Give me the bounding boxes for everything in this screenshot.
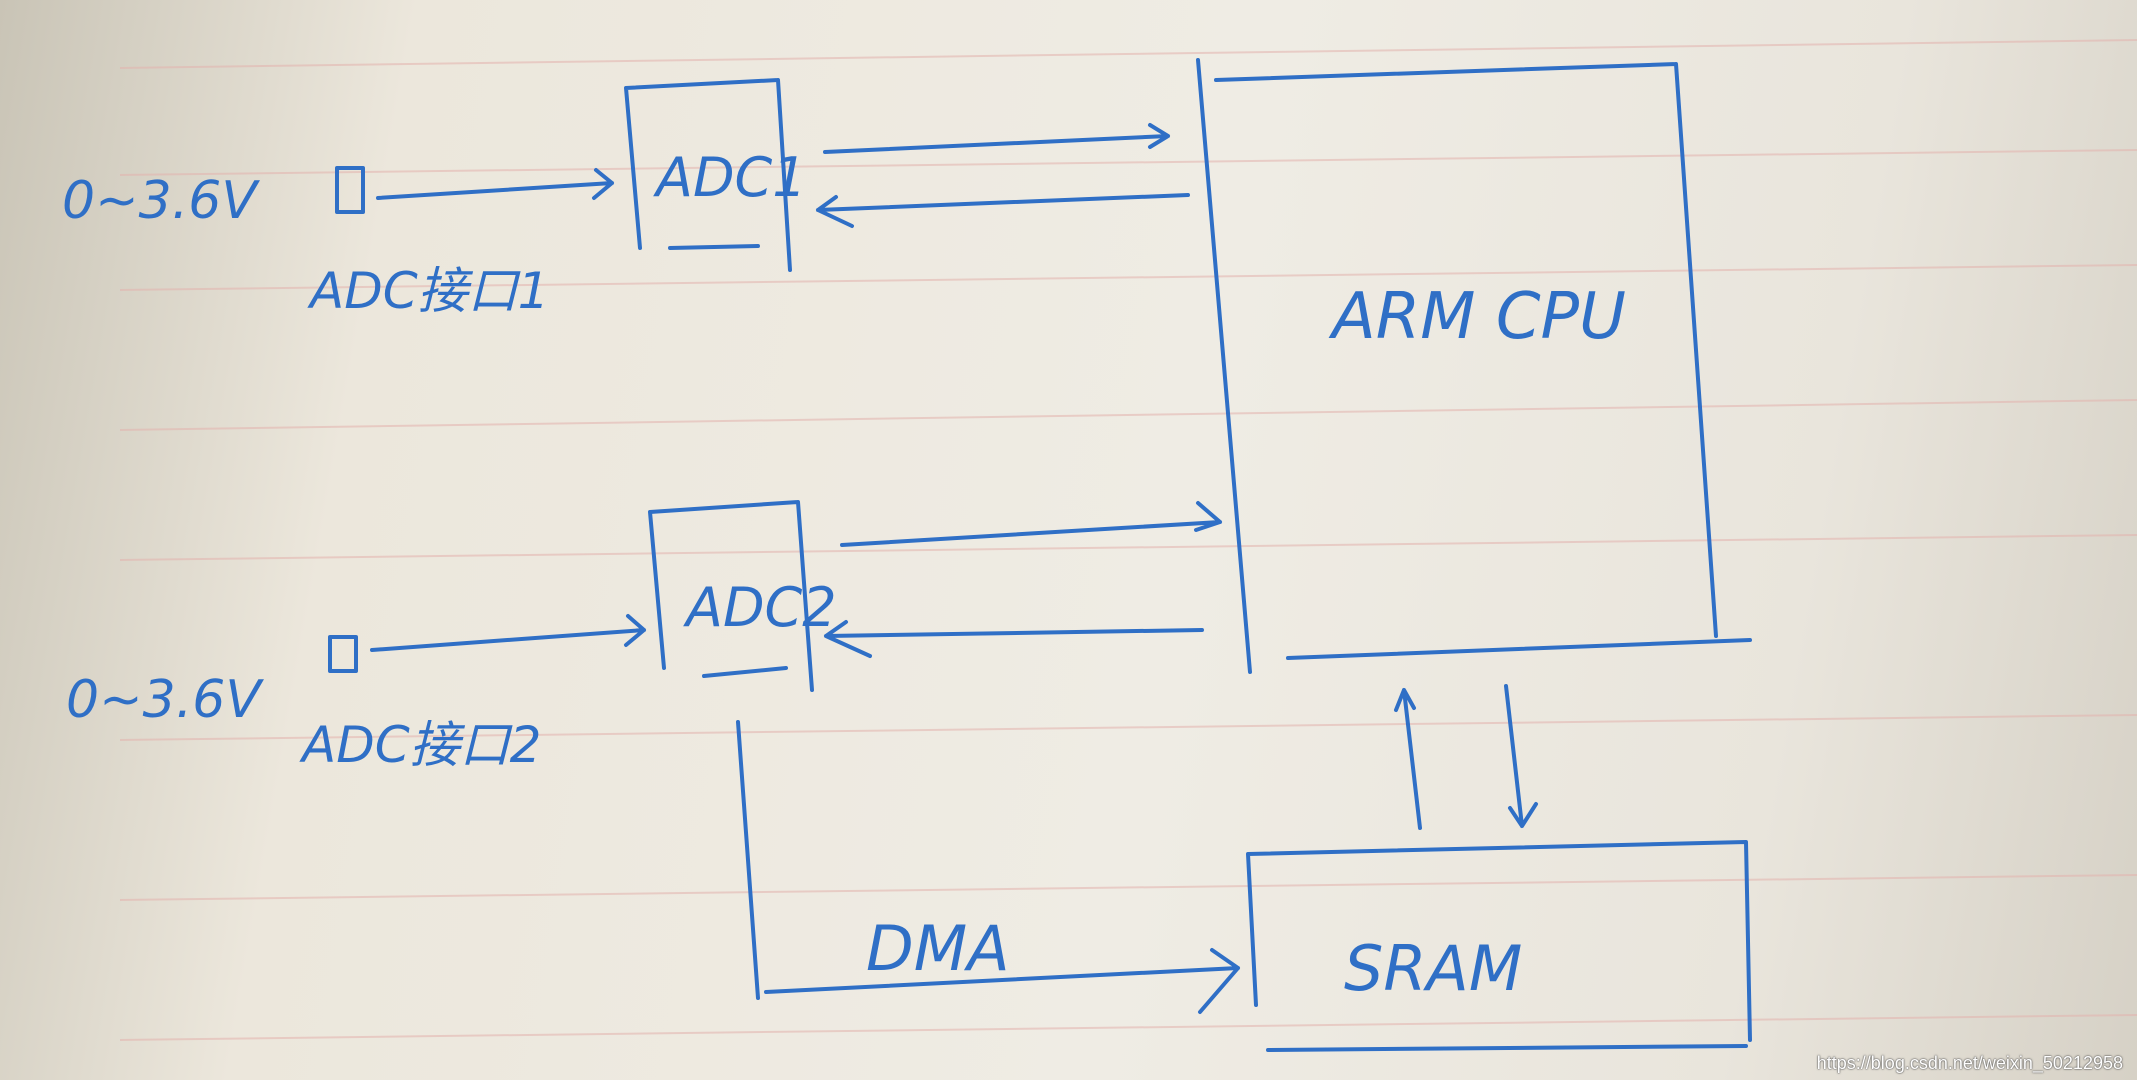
adc2-underline bbox=[702, 666, 788, 678]
cpu-to-sram-arrow bbox=[1504, 684, 1538, 828]
watermark-url: https://blog.csdn.net/weixin_50212958 bbox=[1816, 1053, 2123, 1073]
input1-to-adc1-arrow bbox=[376, 168, 614, 200]
sram-box bbox=[1246, 840, 1752, 1052]
input2-to-adc2-arrow bbox=[370, 614, 646, 652]
cpu-box bbox=[1196, 58, 1752, 674]
input1-terminal bbox=[335, 166, 365, 214]
input2-terminal bbox=[328, 635, 358, 673]
cpu-to-adc2-arrow bbox=[824, 620, 1204, 658]
cpu-to-adc1-arrow bbox=[816, 193, 1190, 228]
adc1-box bbox=[624, 78, 792, 272]
notebook-rules bbox=[119, 39, 2137, 1041]
adc2-to-cpu-arrow bbox=[840, 501, 1222, 547]
sram-label: SRAM bbox=[1344, 932, 1522, 1005]
adc1-underline bbox=[668, 244, 760, 250]
dma-path bbox=[736, 720, 1240, 1014]
cpu-label: ARM CPU bbox=[1328, 280, 1626, 354]
input1-interface-label: ADC接口1 bbox=[307, 262, 549, 320]
input1-voltage-label: 0~3.6V bbox=[62, 171, 260, 231]
adc2-box bbox=[648, 500, 814, 692]
adc1-to-cpu-arrow bbox=[823, 123, 1170, 154]
input2-voltage-label: 0~3.6V bbox=[66, 670, 264, 730]
adc1-label: ADC1 bbox=[653, 146, 807, 209]
adc2-label: ADC2 bbox=[683, 576, 837, 639]
sram-to-cpu-arrow bbox=[1394, 688, 1422, 830]
dma-label: DMA bbox=[866, 912, 1010, 985]
input2-interface-label: ADC接口2 bbox=[299, 716, 541, 774]
